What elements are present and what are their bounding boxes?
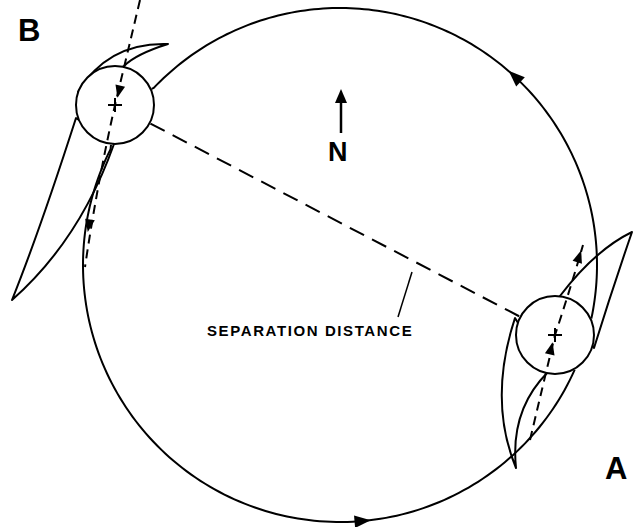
storm-outline	[75, 65, 155, 145]
north-arrow	[340, 100, 343, 133]
track-arrowhead	[115, 84, 125, 97]
arrowhead	[354, 515, 371, 527]
orbit-path	[152, 8, 597, 318]
storm-circle	[76, 66, 154, 144]
storm-label: B	[18, 15, 40, 46]
north-arrowhead	[335, 89, 347, 103]
storm-node: B	[75, 65, 155, 145]
storm-track	[85, 0, 140, 267]
separation-line	[150, 124, 519, 317]
storm-node: A	[515, 295, 595, 375]
orbit-path	[83, 145, 574, 522]
storm-outline	[515, 295, 595, 375]
track-arrowhead	[545, 342, 555, 355]
spiral-band	[12, 118, 114, 300]
center-mark	[108, 98, 122, 112]
arrowhead	[509, 71, 525, 87]
storm-label: A	[605, 453, 627, 484]
track-arrowhead	[573, 250, 582, 263]
leader-line	[398, 272, 412, 317]
track-arrowhead	[85, 219, 95, 232]
edge-label: SEPARATION DISTANCE	[205, 321, 415, 341]
center-mark	[548, 328, 562, 342]
storm-circle	[516, 296, 594, 374]
storm-track	[530, 245, 583, 440]
north-label: N	[328, 139, 348, 166]
